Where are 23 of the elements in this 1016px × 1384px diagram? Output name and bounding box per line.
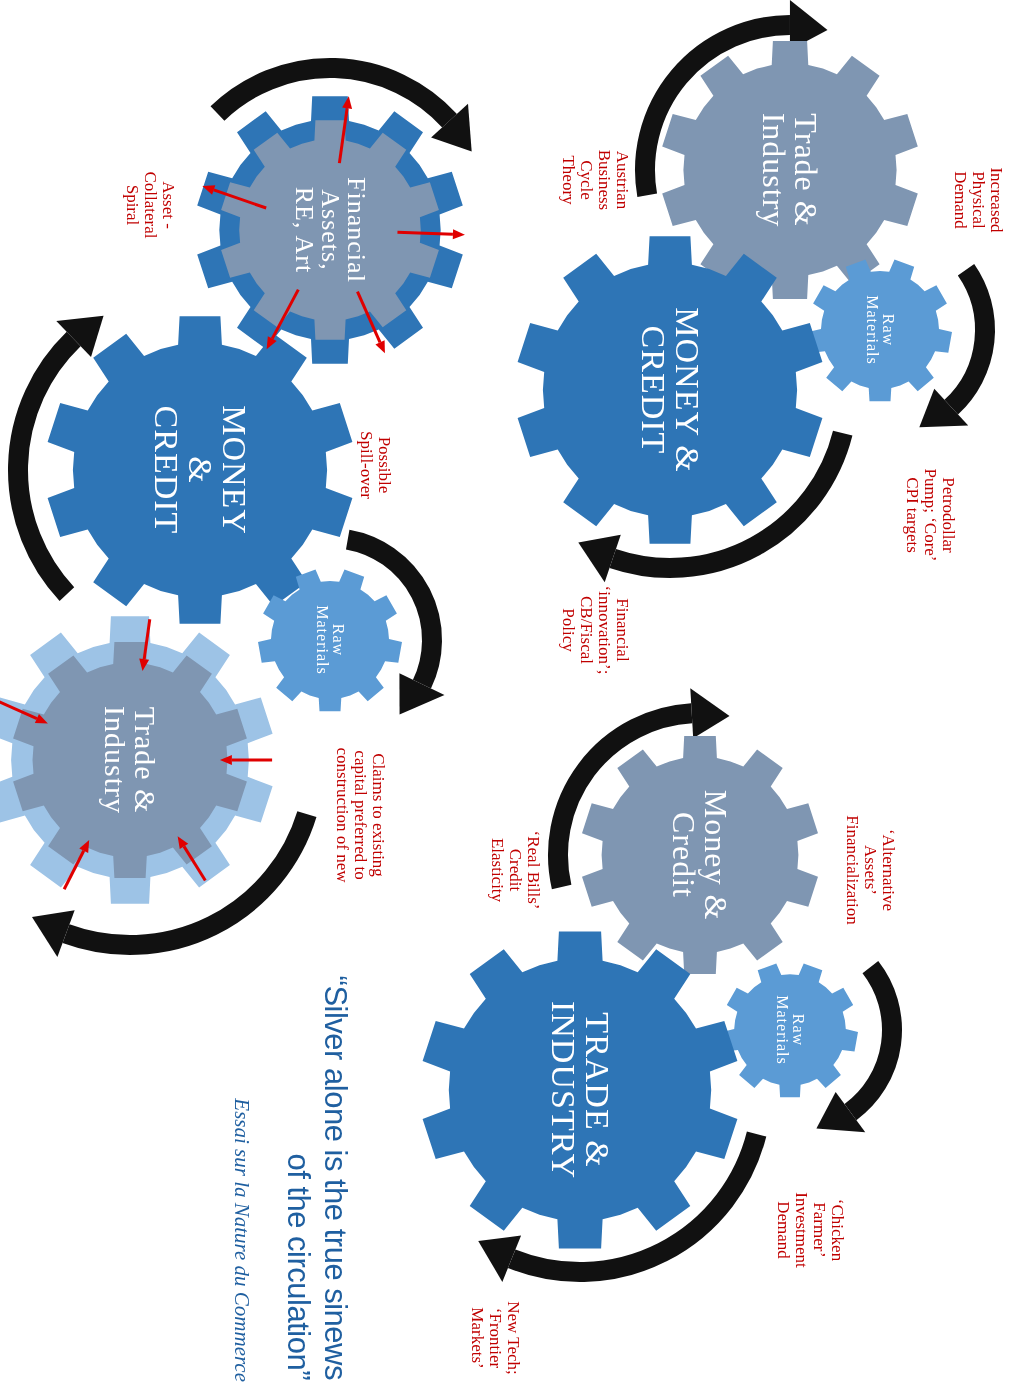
gear-label: MONEY & CREDIT <box>636 306 704 475</box>
gear-label: Money & Credit <box>668 788 732 923</box>
gear-label: Raw Materials <box>774 994 806 1067</box>
annotation: Asset - Collateral Spiral <box>123 170 177 241</box>
gear-label: Raw Materials <box>864 294 896 367</box>
annotation: Possible Spill-over <box>357 430 393 501</box>
gear-label: TRADE & INDUSTRY <box>546 1000 614 1181</box>
gear-label: Trade & Industry <box>758 111 822 230</box>
annotation: ‘Alternative Assets’ Financialization <box>843 814 897 927</box>
quote-title: “Silver alone is the true sinews of the circulation” <box>279 975 354 1380</box>
gear-label: Raw Materials <box>314 604 346 677</box>
annotation: Petrodollar Pump; ‘Core’ CPI targets <box>903 467 957 564</box>
gear-label: Financial Assets, RE, Art <box>291 176 369 285</box>
annotation: Austrian Business Cycle Theory <box>559 148 631 213</box>
quote-source: Essai sur la Nature du Commerce <box>229 1097 254 1382</box>
annotation: New Tech; ‘Frontier Markets’ <box>468 1300 522 1377</box>
annotation: ‘Real Bills’ Credit Elasticity <box>488 829 542 912</box>
annotation: Financial ‘innovation’; CB/Fiscal Policy <box>559 584 631 677</box>
annotation: ‘Chicken Farmer’ Investment Demand <box>774 1191 846 1270</box>
annotation: Increased Physical Demand <box>951 166 1005 235</box>
annotation: Claims to existing capital preferred to construction of new <box>333 746 387 885</box>
gear-label: Trade & Industry <box>100 705 160 816</box>
gear-label: MONEY & CREDIT <box>149 404 251 537</box>
